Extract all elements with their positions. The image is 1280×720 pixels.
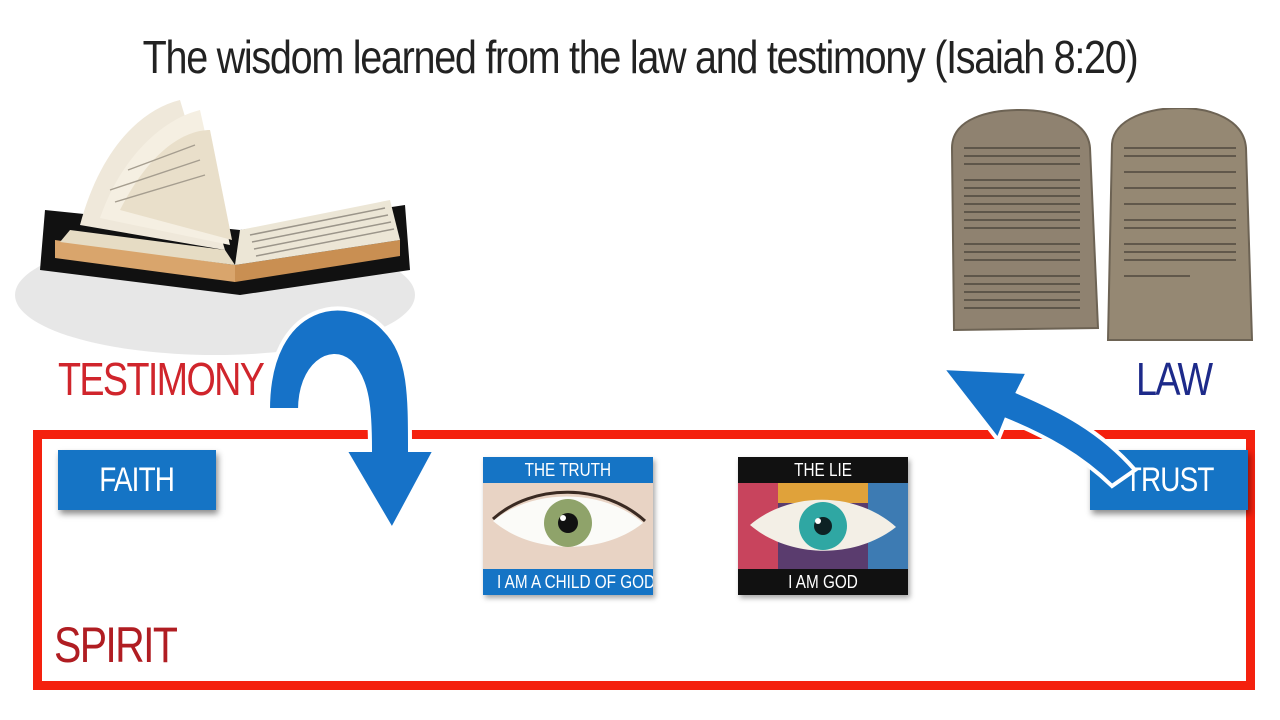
spirit-label: SPIRIT [54,617,178,673]
faith-label: FAITH [99,460,176,499]
faith-box: FAITH [58,450,216,510]
lie-card: THE LIE I AM GOD [738,457,908,595]
law-label: LAW [1136,353,1213,405]
trust-box: TRUST [1090,450,1248,510]
green-eye-icon [483,483,653,569]
colorful-eye-icon [738,483,908,569]
lie-card-heading: THE LIE [794,460,852,480]
truth-card-heading: THE TRUTH [524,460,612,480]
open-bible-icon [15,100,415,355]
truth-card: THE TRUTH I AM A CHILD OF GOD [483,457,653,595]
stone-tablets-icon [950,108,1254,341]
spirit-frame [33,430,1255,690]
trust-label: TRUST [1124,460,1215,499]
lie-card-statement: I AM GOD [788,572,858,592]
slide-title: The wisdom learned from the law and test… [142,31,1139,83]
truth-card-statement: I AM A CHILD OF GOD [496,572,653,592]
testimony-label: TESTIMONY [58,353,265,405]
